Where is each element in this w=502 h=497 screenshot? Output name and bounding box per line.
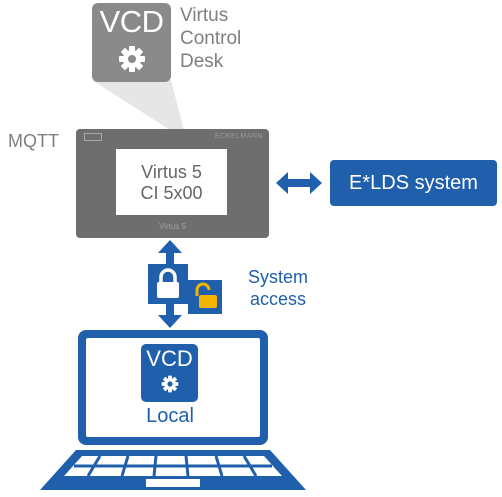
vcd-badge-label: VCD [99,4,164,39]
device-model: Virtus 5 [159,222,186,231]
device-screen-line2: CI 5x00 [140,183,203,203]
vcd-beam [92,80,184,130]
vcd-badge-top[interactable]: VCD [92,3,171,82]
padlock-open-icon [188,280,222,314]
gear-icon [161,375,179,393]
vcd-name-line2: Control [180,28,242,49]
device-screen-line1: Virtus 5 [141,162,202,182]
double-arrow-icon [276,172,322,194]
vcd-name-line1: Virtus [180,5,229,26]
system-access-line1: System [248,267,309,287]
vcd-name-line3: Desk [180,51,224,72]
gear-icon [119,46,145,72]
device-screen: Virtus 5 CI 5x00 [116,149,227,215]
laptop-badge-label: VCD [146,346,193,371]
padlock-closed-icon [148,264,188,304]
system-access-line2: access [249,289,307,309]
vcd-full-name: Virtus Control Desk [180,4,241,73]
mqtt-label: MQTT [8,131,59,151]
virtus-device[interactable]: ECKELMANN Virtus 5 CI 5x00 Virtus 5 [76,129,269,238]
device-brand: ECKELMANN [214,133,263,140]
system-access-label: System access [248,266,308,310]
device-logo-icon [84,133,102,141]
local-label: Local [146,405,194,427]
elds-system-box[interactable]: E*LDS system [330,160,497,206]
vcd-badge-laptop[interactable]: VCD [141,344,198,402]
